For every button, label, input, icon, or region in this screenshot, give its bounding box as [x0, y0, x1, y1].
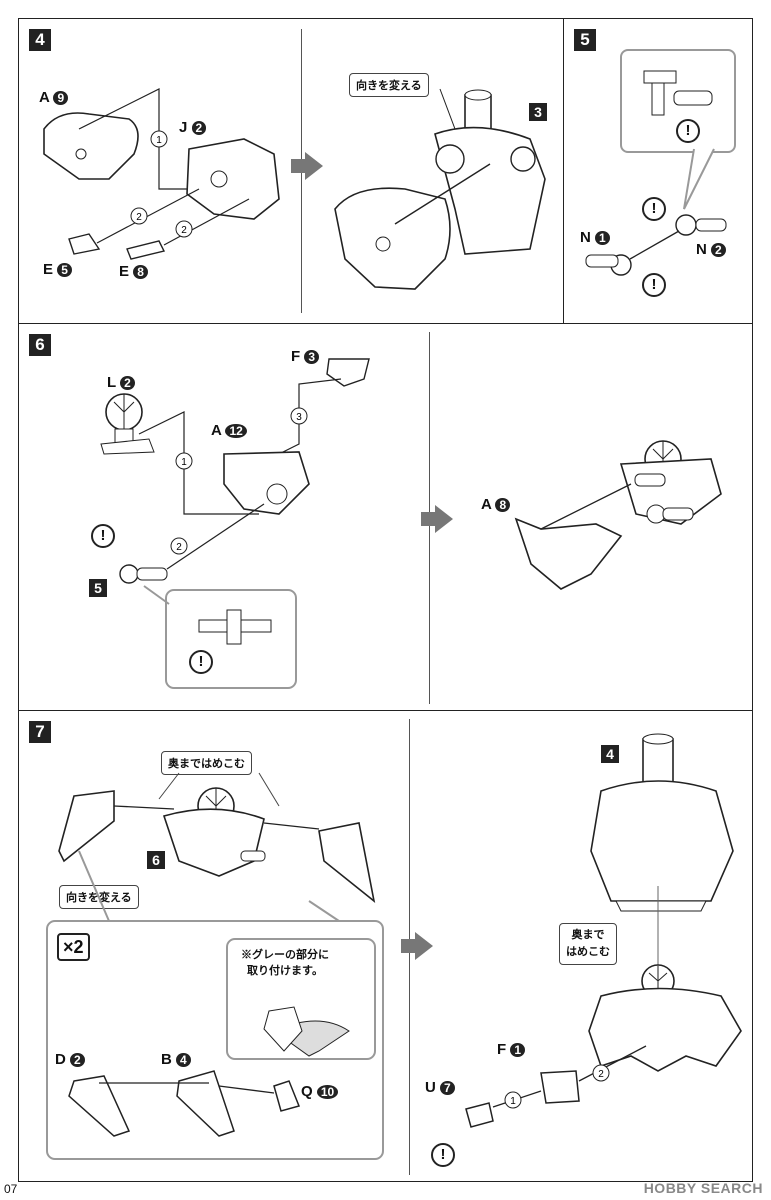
- caution-icon: !: [642, 197, 666, 221]
- times-two-badge: ×2: [57, 933, 90, 961]
- svg-text:2: 2: [598, 1069, 604, 1080]
- part-label-b4: B 4: [161, 1051, 191, 1068]
- part-label-u7: U 7: [425, 1079, 455, 1096]
- part-label-e8: E 8: [119, 263, 148, 280]
- part-label-f3: F 3: [291, 348, 320, 365]
- svg-text:2: 2: [136, 212, 142, 223]
- step-7-panel: 7 奥まではめこむ 向きを変える 6 ×2 ※グレーの部分に 取り付けます。: [18, 710, 753, 1182]
- next-arrow: [415, 932, 433, 960]
- note-line: はめこむ: [566, 946, 610, 958]
- note-line: 奥まで: [571, 929, 605, 941]
- part-label-a8: A 8: [481, 496, 511, 513]
- step-number: 7: [29, 721, 51, 743]
- step-6-assembly-drawing: [514, 440, 722, 590]
- part-label-q10: Q 10: [301, 1083, 339, 1100]
- next-arrow-stem: [291, 159, 305, 173]
- step-6-panel: 6 L 2 F 3 A 12 A 8 1 3 2 ! 5 !: [18, 323, 753, 711]
- push-fully-note: 奥まで はめこむ: [559, 923, 617, 965]
- step-4-panel: 4 A 9 J 2 E 5 E 8 1 2 2 向きを変える 3: [18, 18, 564, 324]
- step-number: 6: [29, 334, 51, 356]
- next-arrow: [305, 152, 323, 180]
- caution-icon: !: [676, 119, 700, 143]
- step-7-assembly-drawing: 1 2: [465, 733, 742, 1128]
- step-number: 4: [29, 29, 51, 51]
- part-label-a12: A 12: [211, 422, 247, 439]
- step-4-parts-drawing: 1 2 2: [43, 88, 280, 260]
- step-5-parts-drawing: [585, 70, 727, 276]
- step-5-panel: 5 ! ! ! N 1 N 2: [563, 18, 753, 324]
- next-arrow-stem: [421, 512, 435, 526]
- turn-direction-note: 向きを変える: [349, 73, 429, 97]
- caution-icon: !: [91, 524, 115, 548]
- ref-step-5-badge: 5: [89, 579, 107, 597]
- step-4-assembly-drawing: [334, 88, 546, 290]
- watermark: HOBBY SEARCH: [643, 1180, 763, 1196]
- ref-step-3-badge: 3: [529, 103, 547, 121]
- part-label-d2: D 2: [55, 1051, 85, 1068]
- gray-note-line: ※グレーの部分に: [241, 949, 329, 961]
- next-arrow-stem: [401, 939, 415, 953]
- part-label-a9: A 9: [39, 89, 69, 106]
- step-6-parts-drawing: 1 3 2: [100, 358, 370, 689]
- push-fully-note: 奥まではめこむ: [161, 751, 252, 775]
- gray-note-line: 取り付けます。: [247, 965, 323, 977]
- svg-text:1: 1: [156, 135, 162, 146]
- svg-text:2: 2: [176, 542, 182, 553]
- next-arrow: [435, 505, 453, 533]
- svg-text:1: 1: [510, 1096, 516, 1107]
- step-number: 5: [574, 29, 596, 51]
- caution-icon: !: [642, 273, 666, 297]
- part-label-n2: N 2: [696, 241, 726, 258]
- svg-text:3: 3: [296, 412, 302, 423]
- gray-part-note: ※グレーの部分に 取り付けます。: [241, 947, 329, 979]
- part-label-j2: J 2: [179, 119, 207, 136]
- svg-text:1: 1: [181, 457, 187, 468]
- svg-text:2: 2: [181, 225, 187, 236]
- caution-icon: !: [431, 1143, 455, 1167]
- page-number: 07: [4, 1182, 18, 1196]
- step-7-parts-drawing: [46, 772, 384, 1160]
- part-label-l2: L 2: [107, 374, 135, 391]
- part-label-n1: N 1: [580, 229, 610, 246]
- part-label-e5: E 5: [43, 261, 72, 278]
- ref-step-4-badge: 4: [601, 745, 619, 763]
- ref-step-6-badge: 6: [147, 851, 165, 869]
- part-label-f1: F 1: [497, 1041, 526, 1058]
- caution-icon: !: [189, 650, 213, 674]
